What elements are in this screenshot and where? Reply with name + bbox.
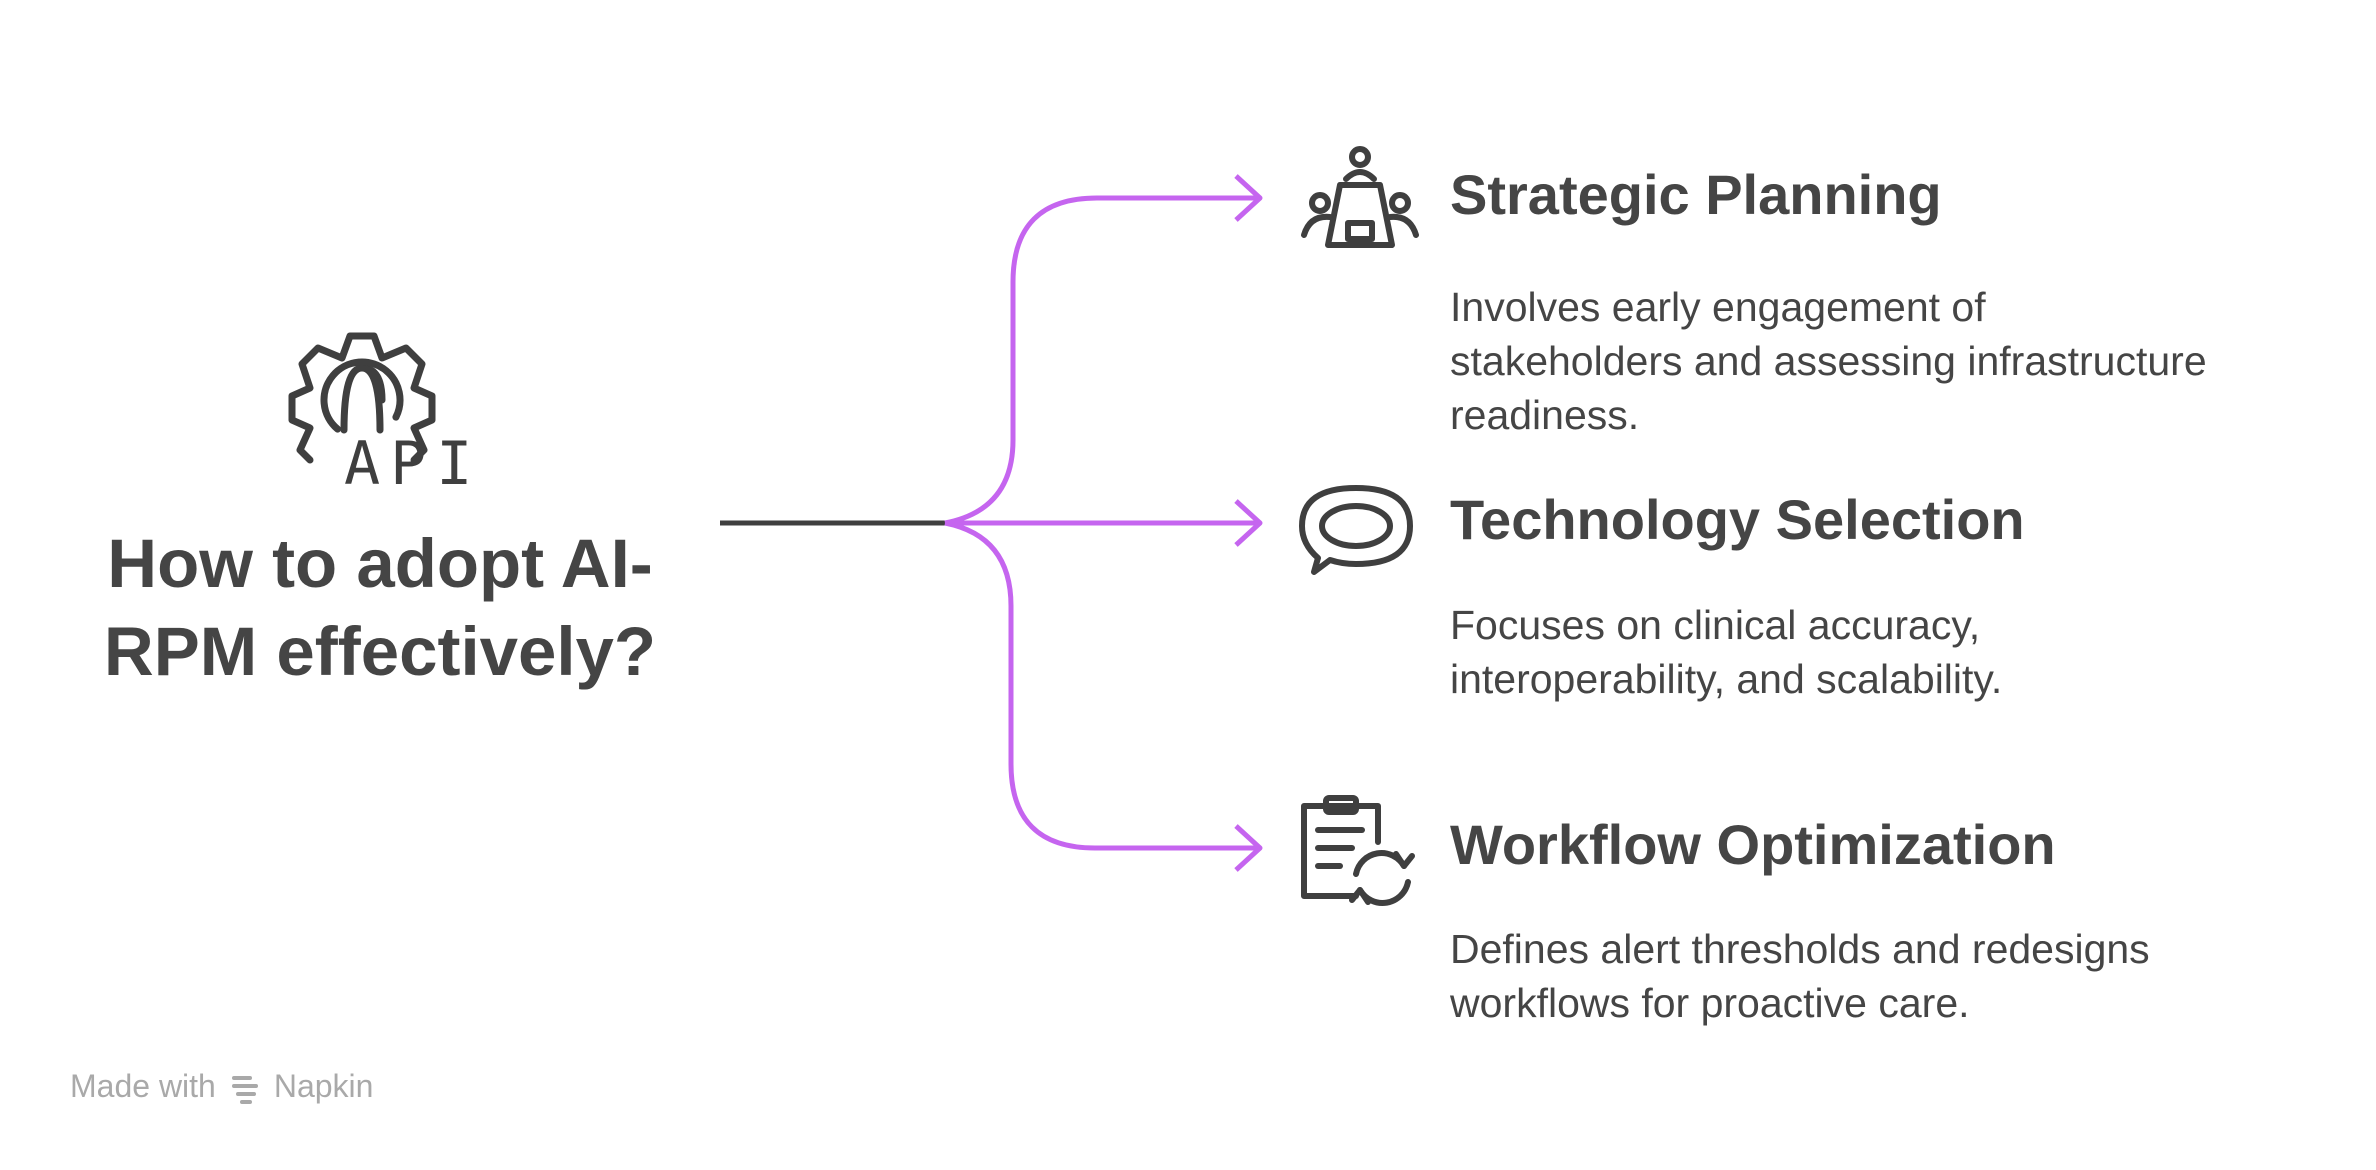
desc-line: interoperability, and scalability. <box>1450 656 2003 702</box>
made-with-napkin-footer: Made with Napkin <box>70 1068 373 1105</box>
arrow-head-bottom <box>1234 824 1263 872</box>
main-question-title: How to adopt AI- RPM effectively? <box>70 520 690 696</box>
branch-title-technology-selection: Technology Selection <box>1450 488 2025 551</box>
meeting-table-icon <box>1301 146 1419 248</box>
desc-line: readiness. <box>1450 392 1640 438</box>
main-title-line-2: RPM effectively? <box>103 613 657 690</box>
desc-line: Defines alert thresholds and redesigns <box>1450 926 2150 972</box>
branch-connector-top <box>944 195 1260 526</box>
made-with-label: Made with <box>70 1068 216 1104</box>
clipboard-refresh-icon <box>1301 795 1415 906</box>
desc-line: Focuses on clinical accuracy, <box>1450 602 1981 648</box>
desc-line: stakeholders and assessing infrastructur… <box>1450 338 2207 384</box>
arrow-head-top <box>1234 174 1263 222</box>
napkin-logo-icon <box>231 1075 258 1104</box>
branch-desc-technology-selection: Focuses on clinical accuracy, interopera… <box>1450 598 2350 706</box>
branch-desc-workflow-optimization: Defines alert thresholds and redesigns w… <box>1450 922 2350 1030</box>
desc-line: Involves early engagement of <box>1450 284 1986 330</box>
api-icon-text: API <box>344 429 482 499</box>
branch-desc-strategic-planning: Involves early engagement of stakeholder… <box>1450 280 2350 442</box>
gear-api-icon: API <box>288 332 482 499</box>
desc-line: workflows for proactive care. <box>1450 980 1970 1026</box>
branch-title-workflow-optimization: Workflow Optimization <box>1450 813 2056 876</box>
main-title-line-1: How to adopt AI- <box>107 525 653 602</box>
branch-connector-bottom <box>944 520 1260 851</box>
arrow-head-middle <box>1234 499 1263 547</box>
napkin-brand-label: Napkin <box>273 1068 374 1104</box>
speech-bubble-icon <box>1299 485 1413 575</box>
branch-title-strategic-planning: Strategic Planning <box>1450 163 1942 226</box>
